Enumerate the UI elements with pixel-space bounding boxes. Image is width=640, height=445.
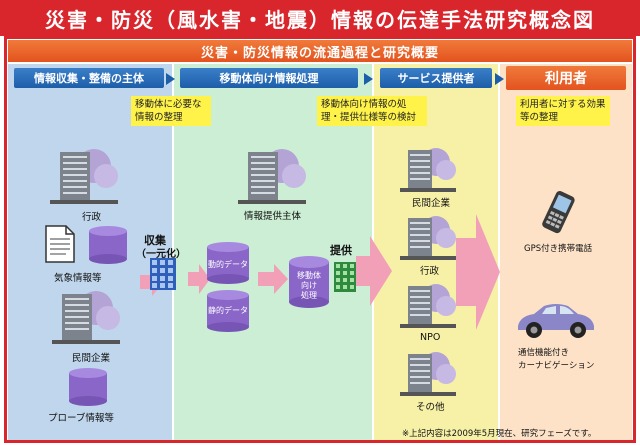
office-building-icon	[400, 284, 456, 328]
office-building-icon	[400, 216, 456, 260]
weather-info-label: 気象情報等	[54, 273, 102, 284]
note-info-organization: 移動体に必要な情報の整理	[131, 96, 211, 126]
note-user-effects: 利用者に対する効果等の整理	[516, 96, 610, 126]
mobile-processing-cylinder-icon	[289, 256, 329, 308]
stage-arrow-icon	[364, 73, 373, 85]
data-grid-icon	[150, 258, 176, 290]
footnote: ※上記内容は2009年5月現在、研究フェーズです。	[402, 429, 597, 439]
static-data-cylinder-icon	[207, 290, 249, 332]
office-building-icon	[52, 291, 120, 344]
gov-label: 行政	[82, 212, 102, 223]
stage-arrow-icon	[495, 73, 504, 85]
office-building-icon	[238, 149, 306, 204]
info-provider-label: 情報提供主体	[244, 211, 302, 222]
mobile-processing-label-1: 移動体	[297, 271, 321, 280]
flow-arrow-icon	[456, 214, 500, 330]
stage-header-collection: 情報収集・整備の主体	[14, 68, 164, 88]
page-title: 災害・防災（風水害・地震）情報の伝達手法研究概念図	[0, 0, 640, 36]
stage-header-service: サービス提供者	[380, 68, 492, 88]
mobile-processing-label-3: 処理	[301, 291, 317, 300]
flow-arrow-icon	[188, 264, 210, 294]
service-npo-label: NPO	[420, 332, 441, 343]
flow-arrow-icon	[356, 236, 392, 306]
database-cylinder-icon	[69, 368, 107, 406]
car-nav-label-2: カーナビゲーション	[518, 361, 595, 371]
unify-label: （一元化）	[136, 249, 186, 260]
data-grid-icon	[334, 262, 356, 292]
probe-info-label: プローブ情報等	[48, 413, 114, 424]
stage-arrow-icon	[166, 73, 175, 85]
collect-label: 収集	[144, 234, 166, 247]
service-private-label: 民間企業	[412, 198, 451, 209]
stage-header-processing: 移動体向け情報処理	[180, 68, 358, 88]
column-users	[500, 64, 632, 440]
document-icon	[45, 225, 75, 263]
gps-phone-label: GPS付き携帯電話	[524, 244, 593, 254]
office-building-icon	[400, 352, 456, 396]
private-company-label: 民間企業	[72, 353, 111, 364]
dynamic-data-cylinder-icon	[207, 242, 249, 284]
static-data-label: 静的データ	[208, 306, 248, 315]
service-gov-label: 行政	[420, 266, 440, 277]
gps-phone-icon	[542, 191, 575, 234]
car-icon	[518, 304, 594, 338]
office-building-icon	[50, 149, 118, 204]
office-building-icon	[400, 148, 456, 192]
subtitle-bar: 災害・防災情報の流通過程と研究概要	[8, 40, 632, 62]
car-nav-label-1: 通信機能付き	[518, 348, 570, 358]
note-processing-spec: 移動体向け情報の処理・提供仕様等の検討	[317, 96, 427, 126]
database-cylinder-icon	[89, 226, 127, 264]
mobile-processing-label-2: 向け	[301, 281, 317, 290]
flow-arrow-icon	[258, 264, 288, 294]
stage-header-users: 利用者	[506, 66, 626, 90]
dynamic-data-label: 動的データ	[208, 260, 248, 269]
service-other-label: その他	[416, 402, 445, 413]
provide-label: 提供	[330, 244, 352, 257]
